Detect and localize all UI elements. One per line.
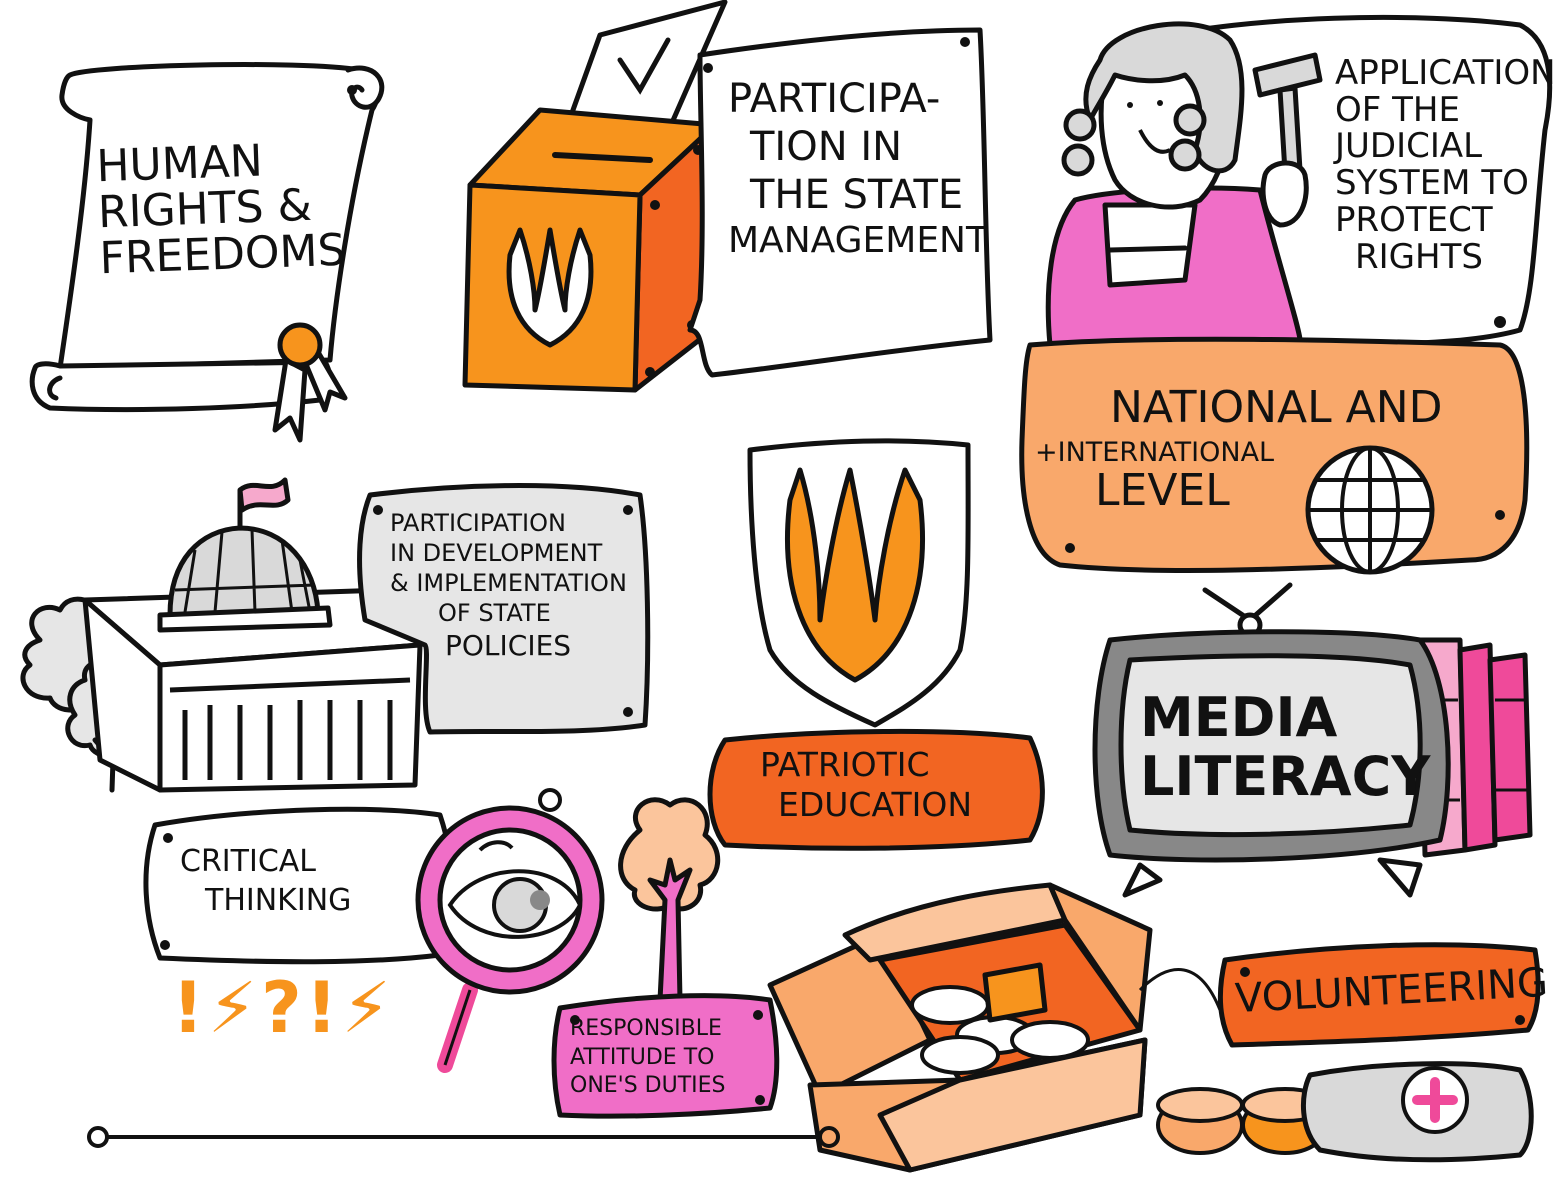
thinking-marks-text: !⚡?!⚡ bbox=[172, 967, 395, 1049]
judicial-line: OF THE bbox=[1335, 89, 1460, 130]
national-line-3: LEVEL bbox=[1095, 464, 1230, 516]
pink-tree-icon bbox=[618, 797, 721, 1003]
responsible-line: ATTITUDE TO bbox=[570, 1044, 715, 1070]
state-policies-line: IN DEVELOPMENT bbox=[390, 539, 603, 567]
media-literacy-label: MEDIA LITERACY bbox=[1140, 688, 1430, 807]
state-policies-line: POLICIES bbox=[445, 629, 572, 662]
tv-icon bbox=[1092, 582, 1451, 898]
globe-icon bbox=[1305, 445, 1435, 575]
media-literacy-line: LITERACY bbox=[1140, 745, 1431, 809]
critical-line: THINKING bbox=[205, 883, 352, 918]
judge-icon bbox=[1045, 21, 1303, 348]
responsible-attitude-label: RESPONSIBLE ATTITUDE TO ONE'S DUTIES bbox=[570, 1015, 726, 1101]
state-policies-line: PARTICIPATION bbox=[390, 509, 566, 537]
responsible-line: RESPONSIBLE bbox=[570, 1016, 722, 1041]
patriotic-education-label: PATRIOTIC EDUCATION bbox=[760, 745, 972, 824]
critical-line: CRITICAL bbox=[180, 844, 316, 879]
national-line-2: +INTERNATIONAL bbox=[1035, 437, 1275, 469]
judicial-line: RIGHTS bbox=[1355, 236, 1483, 277]
trident-icon bbox=[506, 227, 594, 348]
state-policies-line: OF STATE bbox=[438, 599, 551, 627]
parliament-building-icon bbox=[82, 525, 423, 793]
connector-line bbox=[1138, 968, 1222, 1011]
responsible-attitude-panel bbox=[551, 993, 780, 1119]
media-literacy-line: MEDIA bbox=[1140, 686, 1338, 749]
judicial-label: APPLICATION OF THE JUDICIAL SYSTEM TO PR… bbox=[1335, 55, 1556, 275]
scroll-icon bbox=[29, 62, 385, 413]
shield-trident-icon bbox=[747, 438, 971, 728]
state-management-note bbox=[687, 27, 993, 378]
patriotic-education-panel bbox=[707, 728, 1045, 851]
patriotic-line: EDUCATION bbox=[778, 784, 973, 824]
state-management-label: PARTICIPA- TION IN THE STATE MANAGEMENT bbox=[728, 75, 988, 262]
state-management-line: PARTICIPA- bbox=[728, 76, 941, 122]
donation-box-icon bbox=[767, 882, 1153, 1173]
state-policies-label: PARTICIPATION IN DEVELOPMENT & IMPLEMENT… bbox=[390, 508, 627, 663]
volunteering-panel bbox=[1217, 942, 1541, 1048]
judicial-line: PROTECT bbox=[1335, 199, 1493, 240]
first-aid-kit-icon bbox=[1300, 1061, 1534, 1163]
state-management-line: THE STATE bbox=[750, 172, 964, 218]
judicial-line: SYSTEM TO bbox=[1335, 163, 1529, 204]
magnifier-eye-icon bbox=[415, 788, 605, 1073]
judicial-line: APPLICATION bbox=[1335, 53, 1556, 93]
critical-thinking-label: CRITICAL THINKING bbox=[180, 842, 351, 920]
state-policies-note bbox=[357, 483, 651, 735]
gavel-icon bbox=[1252, 52, 1323, 228]
state-management-line: TION IN bbox=[750, 124, 903, 170]
human-rights-line: FREEDOMS bbox=[98, 225, 347, 285]
responsible-line: ONE'S DUTIES bbox=[570, 1073, 726, 1099]
wax-seal-icon bbox=[272, 322, 348, 443]
timeline-line bbox=[87, 1126, 840, 1148]
patriotic-line: PATRIOTIC bbox=[760, 745, 930, 784]
human-rights-label: HUMAN RIGHTS & FREEDOMS bbox=[96, 136, 347, 285]
national-line-1: NATIONAL AND bbox=[1110, 382, 1443, 433]
national-level-label: NATIONAL AND +INTERNATIONAL LEVEL bbox=[1035, 382, 1443, 516]
state-management-line: MANAGEMENT bbox=[728, 220, 988, 261]
judicial-line: JUDICIAL bbox=[1335, 126, 1483, 167]
state-policies-line: & IMPLEMENTATION bbox=[390, 569, 627, 597]
thinking-marks: !⚡?!⚡ bbox=[172, 967, 395, 1049]
flag-icon bbox=[237, 477, 291, 528]
